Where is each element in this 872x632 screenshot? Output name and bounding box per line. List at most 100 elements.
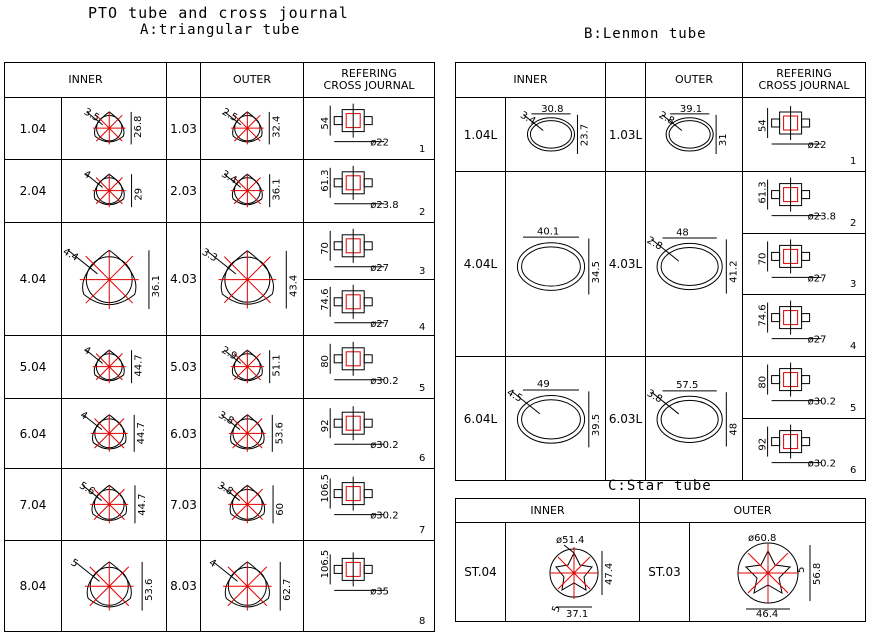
b-journal-number: 2 [850,218,856,229]
a-journal-diameter: ø22 [370,138,389,149]
b-journal-number: 5 [850,403,856,414]
b-journal-number: 4 [850,341,856,352]
b-journal-diameter: ø22 [808,140,827,151]
a-outer-thickness: 3.8 [216,410,235,427]
a-outer-height: 51.1 [272,354,283,376]
a-journal-diameter: ø30.2 [370,511,398,522]
a-journal-number: 1 [419,144,425,155]
a-journal2-number: 4 [419,322,425,333]
a-outer-thickness: 3.3 [201,247,219,264]
a-inner-height: 36.1 [151,275,162,297]
b-journal-diameter: ø27 [808,335,827,346]
a-inner-code: 2.04 [4,159,62,223]
b-journal-diameter: ø27 [808,273,827,284]
a-journal-diameter: ø23.8 [370,200,398,211]
b-journal-height: 92 [758,438,769,451]
a-outer-code: 7.03 [166,468,202,541]
a-journal-diameter: ø30.2 [370,440,398,451]
a-journal-diameter: ø30.2 [370,376,398,387]
b-outer-thickness: 2.8 [646,235,664,252]
a-journal-height: 106.5 [320,474,331,503]
header-blank [166,62,202,98]
a-inner-code: 6.04 [4,398,62,469]
b-outer-height: 31 [718,133,729,146]
a-inner-thickness: 5.6 [77,480,96,497]
b-journal-diameter: ø30.2 [808,397,836,408]
a-inner-code: 1.04 [4,97,62,160]
a-inner-height: 44.7 [136,422,147,444]
b-outer-code: 6.03L [605,356,647,481]
star-inner-t: 5 [550,604,563,614]
a-journal-number: 8 [419,616,425,627]
b-journal-number: 1 [850,156,856,167]
header-outer: OUTER [200,62,305,98]
b-outer-thickness: 3.8 [646,388,664,405]
a-journal-diameter: ø35 [370,586,389,597]
b-header-outer: OUTER [645,62,744,98]
b-inner-code: 1.04L [455,97,506,172]
a-outer-height: 53.6 [274,422,285,444]
a-inner-thickness: 5 [69,557,80,570]
a-journal2-diameter: ø27 [370,318,389,329]
a-journal-number: 7 [419,525,425,536]
b-outer-width: 39.1 [680,104,702,115]
section-a-title: A:triangular tube [140,22,301,38]
star-inner-h: 47.4 [604,563,615,585]
b-inner-width: 49 [537,379,550,390]
b-inner-height: 39.5 [591,414,602,436]
star-inner-d: ø51.4 [556,535,584,546]
a-journal-height: 61.3 [320,170,331,192]
b-outer-code: 4.03L [605,171,647,357]
a-outer-thickness: 4 [207,557,218,570]
a-outer-code: 2.03 [166,159,202,223]
b-journal-number: 3 [850,279,856,290]
b-journal-height: 80 [758,376,769,389]
star-outer-h: 56.8 [812,563,823,585]
b-header-inner: INNER [454,62,607,98]
a-inner-height: 44.7 [137,494,148,516]
b-journal-height: 54 [758,119,769,132]
c-header-outer: OUTER [639,498,867,523]
section-b-title: B:Lenmon tube [584,26,707,42]
b-journal-cell: 80 ø30.2 5 [742,356,867,419]
star-outer-w: 46.4 [756,609,778,618]
b-inner-thickness: 3.4 [518,110,537,127]
b-journal-diameter: ø23.8 [808,212,836,223]
a-outer-height: 43.4 [288,275,299,297]
a-inner-code: 8.04 [4,540,62,632]
a-journal-number: 3 [419,266,425,277]
a-journal-cell: 92 ø30.2 6 [303,398,436,469]
a-inner-code: 4.04 [4,222,62,336]
a-inner-code: 7.04 [4,468,62,541]
a-inner-height: 44.7 [134,354,145,376]
a-journal-number: 6 [419,453,425,464]
c-header-inner: INNER [454,498,641,523]
a-inner-height: 29 [134,188,145,201]
a-inner-thickness: 4 [81,345,92,358]
b-outer-width: 48 [676,227,689,238]
header-inner: INNER [3,62,168,98]
b-inner-code: 4.04L [455,171,506,357]
a-inner-height: 26.8 [133,116,144,138]
a-journal-height: 92 [320,419,331,432]
b-journal-cell: 54 ø22 1 [742,97,867,172]
